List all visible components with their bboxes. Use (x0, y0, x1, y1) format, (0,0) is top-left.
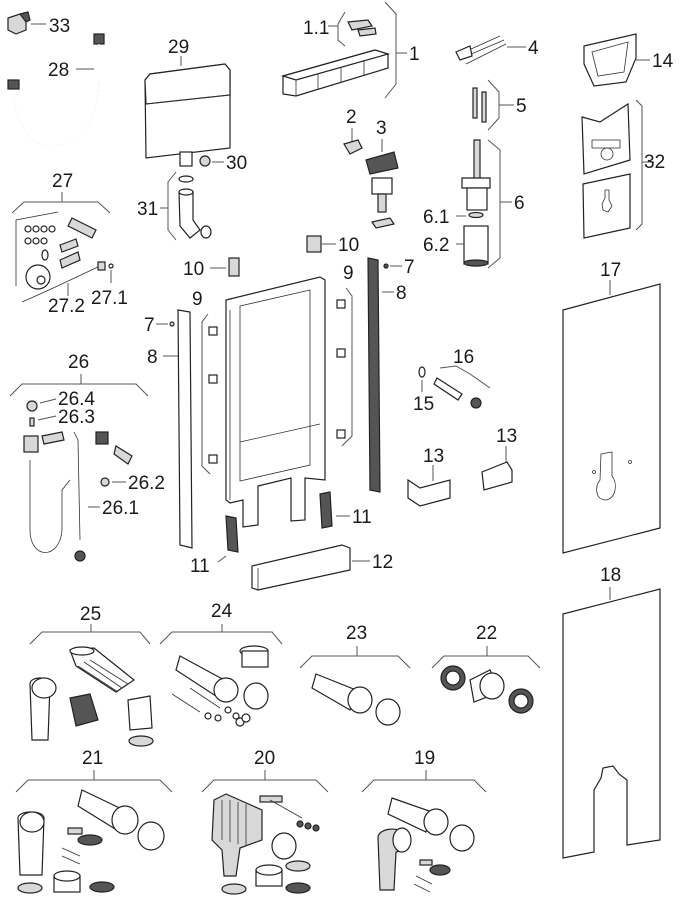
label-31: 31 (137, 199, 158, 220)
part-4-bowden-cable: 4 (455, 35, 539, 65)
part-30-valve-screw: 30 (199, 153, 247, 174)
part-27-water-connection-kit: 27 27.1 27.2 (11, 171, 128, 317)
part-9-brackets-right: 9 (336, 263, 354, 447)
label-7-right: 7 (404, 257, 415, 278)
label-26: 26 (68, 352, 89, 373)
label-32: 32 (644, 152, 665, 173)
label-9-right: 9 (343, 263, 354, 284)
label-13-left: 13 (423, 446, 444, 467)
label-11-right: 11 (352, 507, 372, 528)
label-17: 17 (600, 260, 621, 281)
part-15-16-connector: 15 16 (413, 347, 491, 415)
label-22: 22 (476, 623, 497, 644)
part-31-drain-elbow: 31 (137, 171, 212, 241)
part-13-cover-caps: 13 13 (407, 426, 517, 507)
part-18-gypsum-board: 18 (562, 565, 661, 859)
part-12-cover-plate: 12 (251, 544, 393, 591)
part-29-cistern: 29 (144, 37, 231, 167)
label-6-1: 6.1 (423, 207, 449, 228)
part-3-fill-valve: 3 (365, 118, 399, 229)
part-8-side-panel-right: 7 8 (367, 257, 415, 493)
label-11-left: 11 (190, 556, 210, 577)
part-11-feet-inserts: 11 11 (190, 491, 372, 577)
label-1-1: 1.1 (303, 18, 329, 39)
label-26-3: 26.3 (58, 407, 95, 428)
part-33-elbow-fitting: 33 (7, 11, 70, 37)
part-32-protective-plates: 32 (581, 99, 665, 239)
label-25: 25 (80, 604, 101, 625)
part-17-gypsum-board-cutout: 17 (562, 260, 661, 554)
label-6-2: 6.2 (423, 235, 449, 256)
label-30: 30 (226, 153, 247, 174)
part-1-actuator-panel: 1.1 1 (280, 1, 420, 99)
label-16: 16 (453, 347, 474, 368)
label-9-left: 9 (192, 289, 203, 310)
part-6-flush-valve: 6 6.1 6.2 (423, 139, 525, 269)
part-25-drain-set: 25 (29, 604, 154, 747)
label-21: 21 (82, 748, 103, 769)
label-4: 4 (528, 38, 539, 59)
label-8-right: 8 (396, 283, 407, 304)
part-14-protective-cover: 14 (583, 33, 674, 87)
part-21-connection-set: 21 (15, 748, 173, 894)
label-13-right: 13 (496, 426, 517, 447)
label-23: 23 (346, 623, 367, 644)
label-6: 6 (514, 193, 525, 214)
label-2: 2 (346, 107, 357, 128)
label-15: 15 (413, 394, 434, 415)
installation-frame (225, 276, 326, 528)
label-26-1: 26.1 (102, 498, 139, 519)
label-26-4: 26.4 (58, 389, 95, 410)
label-24: 24 (211, 601, 233, 622)
part-8-side-panel-left: 7 8 (144, 309, 193, 549)
label-20: 20 (254, 748, 275, 769)
part-22-offset-bend: 22 (431, 623, 541, 714)
part-23-connection-pipe: 23 (299, 623, 411, 726)
label-12: 12 (372, 552, 393, 573)
part-2-clip: 2 (343, 107, 363, 155)
part-5-rods: 5 (472, 79, 527, 131)
label-14: 14 (652, 51, 674, 72)
part-20-connection-set: 20 (201, 748, 329, 895)
part-26-connection-set: 26 26.4 26.3 26.2 26.1 (9, 352, 165, 562)
label-29: 29 (168, 37, 189, 58)
label-26-2: 26.2 (128, 473, 165, 494)
label-33: 33 (49, 16, 70, 37)
label-1: 1 (409, 44, 420, 65)
label-5: 5 (516, 96, 527, 117)
label-27-2: 27.2 (48, 296, 85, 317)
label-7-left: 7 (144, 315, 155, 336)
label-10-right: 10 (338, 235, 359, 256)
part-28-flexible-hose: 28 (7, 33, 105, 147)
part-24-connection-set: 24 (159, 601, 283, 727)
part-9-brackets-left: 9 (192, 289, 218, 475)
label-27: 27 (52, 171, 73, 192)
label-28: 28 (48, 60, 69, 81)
label-27-1: 27.1 (91, 288, 128, 309)
label-8-left: 8 (147, 347, 158, 368)
label-3: 3 (376, 118, 387, 139)
label-18: 18 (600, 565, 621, 586)
part-10-clamps: 10 10 (183, 235, 359, 280)
label-10-left: 10 (183, 259, 204, 280)
part-19-connection-set: 19 (361, 748, 487, 893)
label-19: 19 (414, 748, 435, 769)
